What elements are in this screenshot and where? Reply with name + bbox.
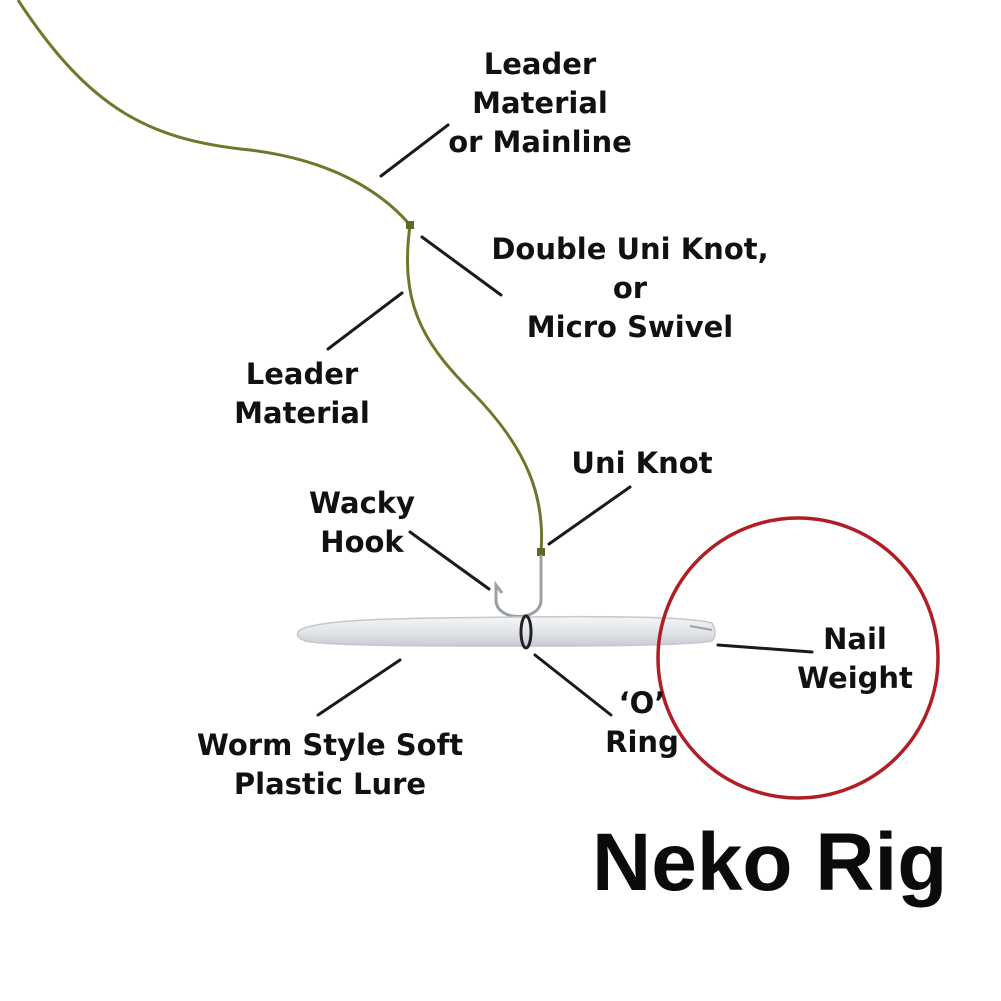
mainline	[16, 0, 412, 226]
wacky-hook	[494, 555, 543, 618]
pointer-leader-or-mainline	[379, 123, 450, 178]
worm-lure	[296, 615, 716, 647]
label-leader-material: Leader Material	[234, 357, 370, 430]
uni-knot-marker	[537, 548, 545, 556]
pointer-worm-lure	[316, 658, 402, 717]
label-leader-or-mainline: Leader Material or Mainline	[448, 47, 632, 159]
label-worm-lure: Worm Style Soft Plastic Lure	[196, 728, 464, 801]
label-o-ring: ‘O’ Ring	[605, 686, 679, 759]
pointer-nail-weight	[716, 643, 814, 654]
pointer-o-ring	[533, 653, 613, 717]
pointer-uni-knot	[547, 485, 632, 546]
label-uni-knot: Uni Knot	[571, 446, 713, 480]
pointer-wacky-hook	[408, 530, 491, 591]
pointer-leader-material	[326, 291, 404, 351]
label-wacky-hook: Wacky Hook	[309, 486, 415, 559]
leader-line	[406, 224, 544, 553]
label-nail-weight: Nail Weight	[797, 622, 913, 695]
nail-weight-highlight-circle	[656, 516, 940, 800]
label-double-uni-knot: Double Uni Knot, or Micro Swivel	[491, 232, 769, 344]
o-ring	[519, 614, 533, 650]
diagram-title: Neko Rig	[592, 817, 948, 908]
nail-weight	[689, 625, 713, 631]
double-uni-knot-marker	[406, 221, 414, 229]
pointer-double-uni-knot	[420, 235, 503, 297]
